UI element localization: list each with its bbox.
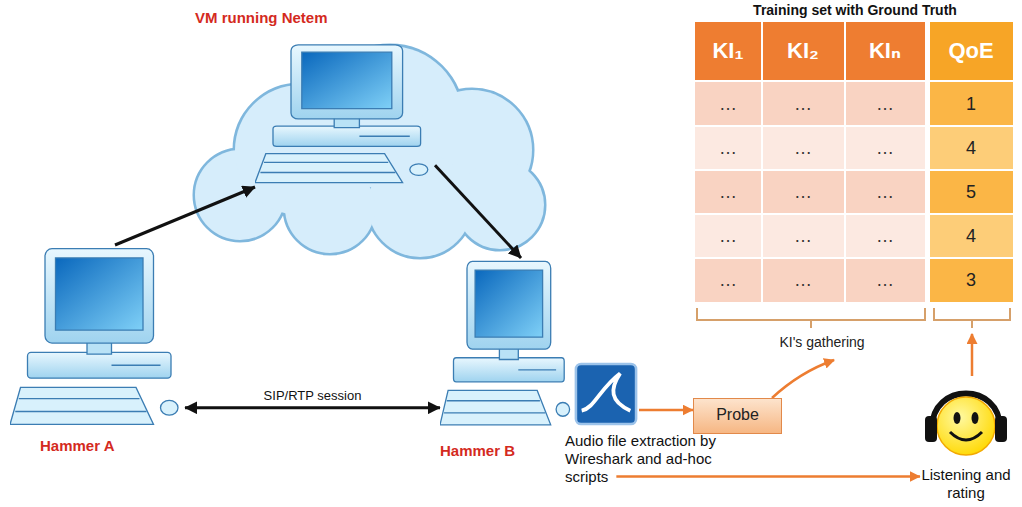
bracket xyxy=(697,308,1010,328)
capture-tool: Audio file extraction by Wireshark and a… xyxy=(573,362,639,426)
node-label: VM running Netem xyxy=(195,9,328,26)
column-header: KIₙ xyxy=(869,38,901,64)
column-header: KI₁ xyxy=(712,38,743,64)
table-cell: … xyxy=(876,182,894,203)
wireshark-icon xyxy=(573,362,639,426)
smiley-headphones xyxy=(920,376,1012,462)
computer-icon xyxy=(10,245,185,430)
rating-arrow xyxy=(971,334,974,376)
table-cell: … xyxy=(876,94,894,115)
computer-icon xyxy=(440,258,575,430)
column-header: QoE xyxy=(948,38,993,64)
probe-box: Probe xyxy=(693,398,782,434)
gathering-arrow xyxy=(772,360,834,398)
connector-arrow xyxy=(639,409,693,412)
table-cell: 5 xyxy=(966,182,976,203)
bracket-label: KI's gathering xyxy=(779,334,864,350)
connector-arrow xyxy=(115,187,255,245)
listener-icon: Listening and rating xyxy=(920,376,1012,502)
table-title: Training set with Ground Truth xyxy=(700,2,1010,18)
vm-computer: VM running Netem xyxy=(255,42,435,187)
table-cell: 3 xyxy=(966,270,976,291)
node-label: Hammer A xyxy=(40,437,114,454)
connector-arrow xyxy=(185,406,440,409)
table-cell: … xyxy=(794,226,812,247)
training-table xyxy=(695,22,1013,302)
node-label: Hammer B xyxy=(440,442,515,459)
table-cell: … xyxy=(719,94,737,115)
connector-label: SIP/RTP session xyxy=(261,388,365,403)
table-cell: 4 xyxy=(966,226,976,247)
table-cell: … xyxy=(876,138,894,159)
table-cell: … xyxy=(719,270,737,291)
table-cell: … xyxy=(794,138,812,159)
connector-arrow xyxy=(616,475,920,478)
computer: Hammer A xyxy=(10,245,185,430)
table-cell: … xyxy=(719,226,737,247)
table-cell: 1 xyxy=(966,94,976,115)
table-cell: … xyxy=(876,226,894,247)
table-cell: … xyxy=(794,270,812,291)
table-cell: … xyxy=(719,138,737,159)
column-header: KI₂ xyxy=(787,38,819,64)
table-cell: … xyxy=(794,182,812,203)
table-cell: … xyxy=(794,94,812,115)
cloud-outline xyxy=(195,46,544,257)
node-label: Audio file extraction by Wireshark and a… xyxy=(565,432,730,486)
computer: Hammer B xyxy=(440,258,575,430)
node-label: Probe xyxy=(694,399,781,431)
table-cell: … xyxy=(719,182,737,203)
table-cell: … xyxy=(876,270,894,291)
node-label: Listening and rating xyxy=(920,466,1012,502)
table-cell: 4 xyxy=(966,138,976,159)
cloud xyxy=(195,46,544,257)
computer-icon xyxy=(255,42,435,187)
connector-arrow xyxy=(435,165,521,258)
